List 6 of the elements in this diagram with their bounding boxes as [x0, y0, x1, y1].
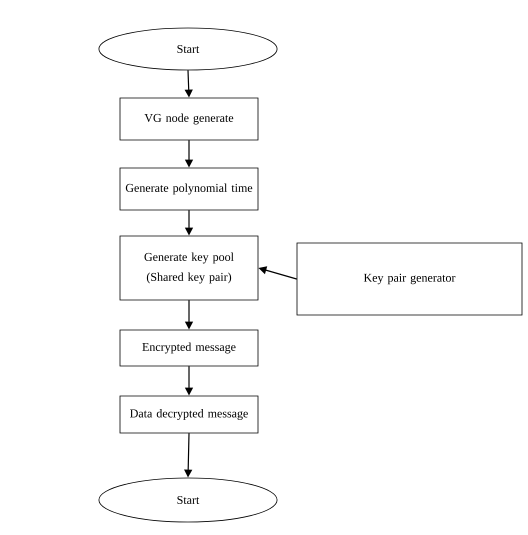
process-box: VG node generate: [120, 98, 258, 140]
process-box: Generate polynomial time: [120, 168, 258, 210]
process-box: Encrypted message: [120, 330, 258, 366]
process-box: Data decrypted message: [120, 396, 258, 434]
process-box: Key pair generator: [296, 242, 522, 316]
process-box: Generate key pool (Shared key pair): [120, 236, 258, 300]
